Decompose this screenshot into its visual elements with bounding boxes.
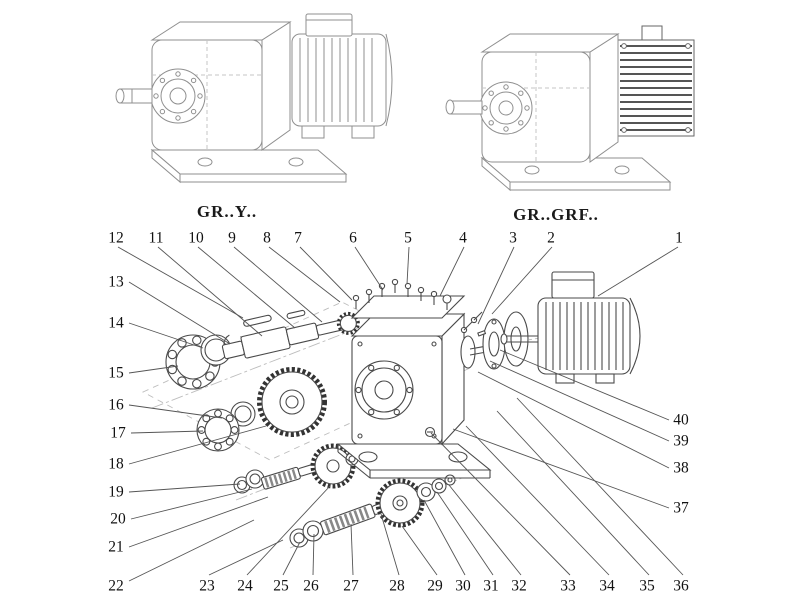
callout-11: 11 — [148, 229, 164, 247]
callout-13: 13 — [108, 273, 124, 291]
callout-33: 33 — [560, 577, 576, 595]
callout-35: 35 — [639, 577, 655, 595]
callout-2: 2 — [547, 229, 555, 247]
callout-26: 26 — [303, 577, 319, 595]
callout-3: 3 — [509, 229, 517, 247]
callout-22: 22 — [108, 577, 124, 595]
callout-17: 17 — [110, 424, 126, 442]
gearbox-housing — [336, 312, 492, 479]
output-gear-large — [257, 367, 327, 437]
callout-23: 23 — [199, 577, 215, 595]
callout-14: 14 — [108, 314, 124, 332]
exploded-view — [141, 271, 641, 549]
callout-1: 1 — [675, 229, 683, 247]
callout-27: 27 — [343, 577, 359, 595]
callout-40: 40 — [673, 411, 689, 429]
spacer-and-bearing — [196, 401, 256, 452]
callout-25: 25 — [273, 577, 289, 595]
callout-10: 10 — [188, 229, 204, 247]
model-label-left: GR..Y.. — [196, 202, 258, 221]
input-adapter-block — [617, 25, 695, 137]
motor-left — [291, 13, 393, 139]
leader-lines — [117, 246, 684, 582]
callout-29: 29 — [427, 577, 443, 595]
callout-4: 4 — [459, 229, 467, 247]
callout-15: 15 — [108, 364, 124, 382]
gearmotor-illustration-left — [115, 13, 393, 184]
callout-30: 30 — [455, 577, 471, 595]
callout-19: 19 — [108, 483, 124, 501]
callout-9: 9 — [228, 229, 236, 247]
callout-5: 5 — [404, 229, 412, 247]
callout-28: 28 — [389, 577, 405, 595]
callout-12: 12 — [108, 229, 124, 247]
motor-exploded — [500, 271, 641, 384]
callout-39: 39 — [673, 432, 689, 450]
callout-36: 36 — [673, 577, 689, 595]
callout-7: 7 — [294, 229, 302, 247]
callout-16: 16 — [108, 396, 124, 414]
callout-31: 31 — [483, 577, 499, 595]
housing-cover-and-bolts — [350, 278, 466, 319]
callout-24: 24 — [237, 577, 253, 595]
input-flange-parts — [460, 311, 506, 370]
gear-housing-right — [445, 33, 620, 163]
model-label-right: GR..GRF.. — [513, 205, 599, 224]
callout-18: 18 — [108, 455, 124, 473]
callout-21: 21 — [108, 538, 124, 556]
callout-37: 37 — [673, 499, 689, 517]
gear-housing-left — [115, 21, 292, 151]
callout-32: 32 — [511, 577, 527, 595]
callout-6: 6 — [349, 229, 357, 247]
intermediate-shaft-assembly — [233, 443, 359, 494]
callout-20: 20 — [110, 510, 126, 528]
callout-8: 8 — [263, 229, 271, 247]
input-shaft-assembly — [289, 474, 456, 548]
gearmotor-illustration-right — [445, 25, 695, 192]
output-shaft-assembly — [221, 309, 360, 360]
callout-34: 34 — [599, 577, 615, 595]
callout-38: 38 — [673, 459, 689, 477]
